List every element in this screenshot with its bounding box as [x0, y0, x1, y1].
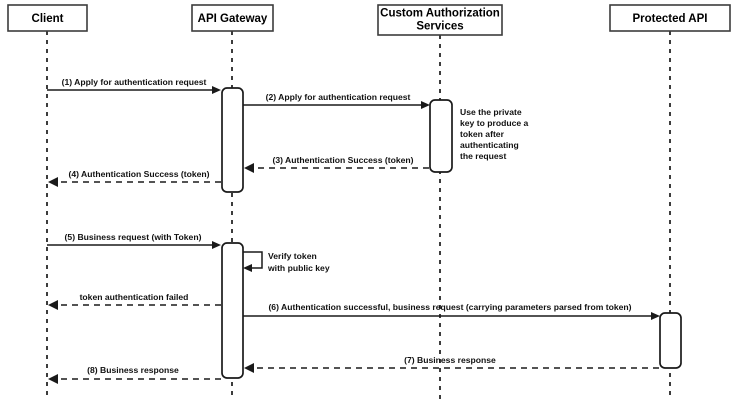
activation-bar-api-gateway-business[interactable] [221, 242, 244, 379]
message-7-business-response[interactable]: (7) Business response [244, 355, 659, 373]
arrowhead-left-icon [48, 177, 58, 187]
message-2-apply-for-authentication-request[interactable]: (2) Apply for authentication request [243, 92, 430, 109]
message-8-business-response[interactable]: (8) Business response [48, 365, 221, 384]
note-line-2: key to produce a [460, 118, 529, 128]
activation-bar-custom-auth-token[interactable] [429, 99, 453, 173]
arrowhead-left-icon [48, 374, 58, 384]
arrowhead-left-icon [243, 264, 252, 272]
self-message-label-line1: Verify token [268, 251, 317, 261]
message-1-label: (1) Apply for authentication request [62, 77, 207, 87]
message-8-label: (8) Business response [87, 365, 179, 375]
self-message-label-line2: with public key [267, 263, 330, 273]
arrowhead-right-icon [212, 241, 221, 249]
participant-box-client[interactable]: Client [7, 4, 88, 32]
note-line-3: token after [460, 129, 505, 139]
note-line-4: authenticating [460, 140, 519, 150]
participant-label-custom-authorization-services-line1: Custom Authorization [380, 8, 500, 20]
message-4-authentication-success-token[interactable]: (4) Authentication Success (token) [48, 169, 221, 187]
message-7-label: (7) Business response [404, 355, 496, 365]
note-line-5: the request [460, 151, 506, 161]
note-use-private-key: Use the private key to produce a token a… [460, 107, 529, 161]
message-6-authentication-successful-business-request[interactable]: (6) Authentication successful, business … [243, 302, 660, 320]
message-2-label: (2) Apply for authentication request [266, 92, 411, 102]
self-message-verify-token[interactable]: Verify token with public key [243, 251, 330, 273]
arrowhead-right-icon [651, 312, 660, 320]
message-5-business-request-with-token[interactable]: (5) Business request (with Token) [47, 232, 221, 249]
participant-label-api-gateway: API Gateway [198, 13, 268, 25]
arrowhead-left-icon [244, 363, 254, 373]
participant-label-custom-authorization-services-line2: Services [416, 21, 463, 33]
message-4-label: (4) Authentication Success (token) [68, 169, 209, 179]
note-line-1: Use the private [460, 107, 522, 117]
message-5-label: (5) Business request (with Token) [65, 232, 202, 242]
arrowhead-left-icon [244, 163, 254, 173]
activation-bar-api-gateway-auth[interactable] [221, 87, 244, 193]
participant-label-protected-api: Protected API [633, 13, 708, 25]
participant-box-api-gateway[interactable]: API Gateway [191, 4, 274, 32]
arrowhead-left-icon [48, 300, 58, 310]
participant-label-client: Client [32, 13, 64, 25]
message-1-apply-for-authentication-request[interactable]: (1) Apply for authentication request [47, 77, 221, 94]
message-3-authentication-success-token[interactable]: (3) Authentication Success (token) [244, 155, 429, 173]
arrowhead-right-icon [421, 101, 430, 109]
message-token-authentication-failed-label: token authentication failed [80, 292, 189, 302]
activation-bar-protected-api-business[interactable] [659, 312, 682, 369]
message-6-label: (6) Authentication successful, business … [268, 302, 631, 312]
participant-box-custom-authorization-services[interactable]: Custom Authorization Services [377, 4, 503, 36]
participant-box-protected-api[interactable]: Protected API [609, 4, 731, 32]
arrowhead-right-icon [212, 86, 221, 94]
message-token-authentication-failed[interactable]: token authentication failed [48, 292, 221, 310]
message-3-label: (3) Authentication Success (token) [272, 155, 413, 165]
